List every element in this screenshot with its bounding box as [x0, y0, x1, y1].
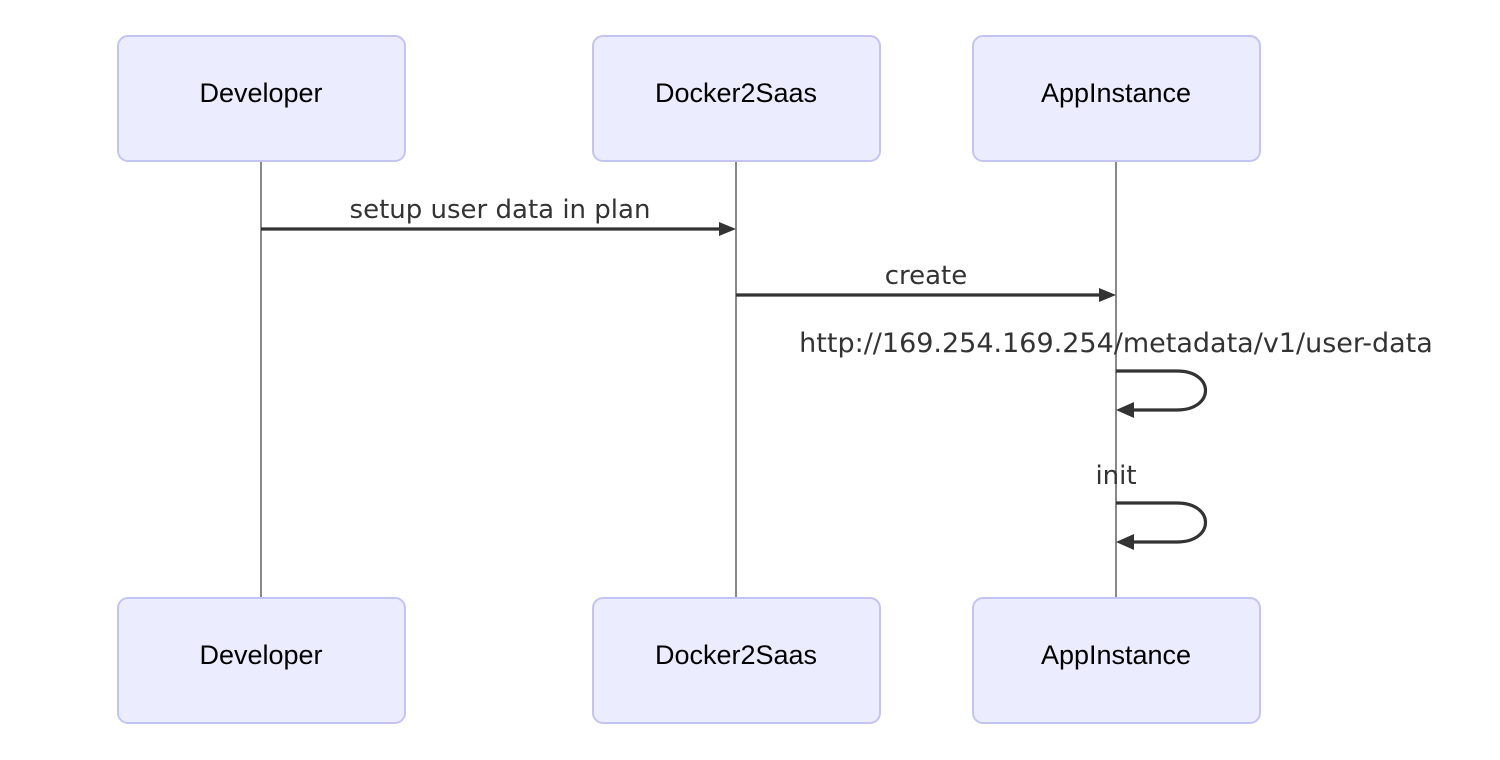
- actor-box-developer-bottom[interactable]: Developer: [117, 597, 406, 724]
- message-label-setup-user-data: setup user data in plan: [350, 195, 651, 225]
- arrowhead-create: [1099, 288, 1116, 302]
- message-loop-path-init: [1116, 501, 1207, 544]
- actor-label-appinstance-bottom: AppInstance: [1041, 640, 1191, 670]
- actor-box-rect-appinstance-bottom[interactable]: [972, 597, 1261, 724]
- message-loop-path-metadata-url: [1116, 369, 1207, 412]
- actor-box-docker2saas-bottom[interactable]: Docker2Saas: [592, 597, 881, 724]
- actor-box-appinstance-bottom[interactable]: AppInstance: [972, 597, 1261, 724]
- actor-box-rect-docker2saas-top[interactable]: [592, 35, 881, 162]
- actor-box-rect-developer-bottom[interactable]: [117, 597, 406, 724]
- actor-box-rect-developer-top[interactable]: [117, 35, 406, 162]
- actor-box-appinstance-top[interactable]: AppInstance: [972, 35, 1261, 162]
- actor-header-row: Developer Docker2Saas AppInstance: [117, 35, 1261, 162]
- actor-label-developer-top: Developer: [199, 78, 322, 108]
- message-metadata-url[interactable]: http://169.254.169.254/metadata/v1/user-…: [799, 328, 1433, 418]
- arrowhead-setup-user-data: [719, 222, 736, 236]
- actor-box-rect-appinstance-top[interactable]: [972, 35, 1261, 162]
- actor-label-docker2saas-bottom: Docker2Saas: [655, 640, 817, 670]
- actor-label-appinstance-top: AppInstance: [1041, 78, 1191, 108]
- message-create[interactable]: create: [736, 261, 1116, 302]
- message-init[interactable]: init: [1095, 461, 1207, 550]
- actor-box-docker2saas-top[interactable]: Docker2Saas: [592, 35, 881, 162]
- actor-box-developer-top[interactable]: Developer: [117, 35, 406, 162]
- actor-footer-row: Developer Docker2Saas AppInstance: [117, 597, 1261, 724]
- lifelines-group: [260, 161, 1117, 598]
- actor-label-docker2saas-top: Docker2Saas: [655, 78, 817, 108]
- arrowhead-metadata-url: [1116, 402, 1134, 418]
- message-setup-user-data[interactable]: setup user data in plan: [261, 195, 736, 236]
- message-label-init: init: [1095, 461, 1136, 491]
- message-label-create: create: [885, 261, 968, 291]
- actor-label-developer-bottom: Developer: [199, 640, 322, 670]
- actor-box-rect-docker2saas-bottom[interactable]: [592, 597, 881, 724]
- message-label-metadata-url: http://169.254.169.254/metadata/v1/user-…: [799, 328, 1433, 359]
- arrowhead-init: [1116, 534, 1134, 550]
